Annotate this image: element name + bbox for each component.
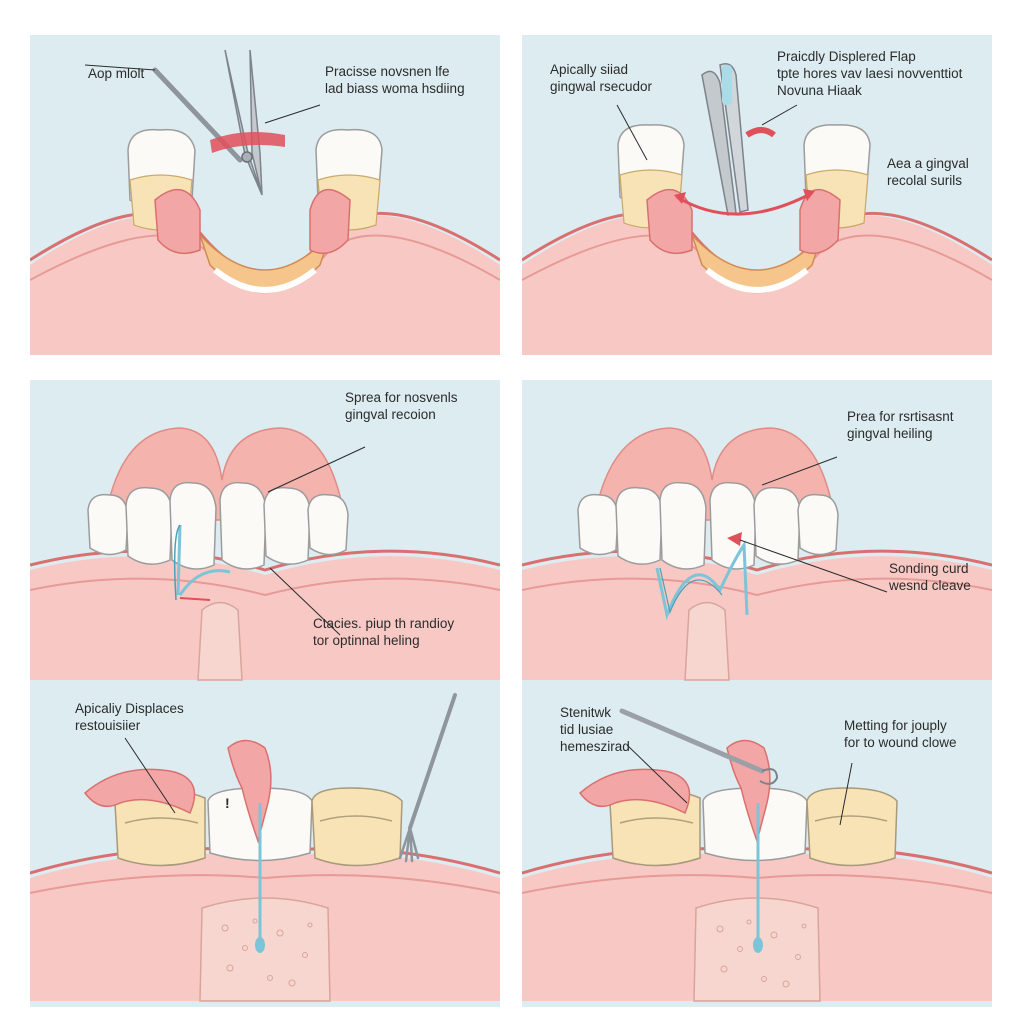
- suture-thread: [659, 567, 723, 614]
- molar-tooth: [311, 787, 403, 867]
- suture-tip: [753, 937, 763, 953]
- pointer-line: [739, 539, 888, 593]
- pointer-line: [616, 104, 648, 161]
- bone-texture: [221, 918, 313, 987]
- pointer-line: [264, 104, 321, 124]
- panel-3: Sprea for nosvenls gingval recoion Ctaci…: [30, 380, 500, 700]
- tooth: [709, 481, 757, 570]
- panel-2: Apically siiad gingwal rsecudor Praicdly…: [522, 35, 992, 355]
- panel-1: Aop mlolt Pracisse novsnen lfe lad biass…: [30, 35, 500, 355]
- pointer-line: [269, 567, 341, 636]
- gum-line: [522, 577, 992, 597]
- tooth: [659, 481, 707, 570]
- incision-arrow: [210, 131, 285, 153]
- elevator-tip: [722, 65, 732, 105]
- tooth: [169, 481, 217, 570]
- gum-tissue: [30, 556, 500, 680]
- suture-thread: [176, 524, 231, 596]
- arrow-head-left: [674, 192, 686, 204]
- pointer-line: [124, 737, 176, 814]
- pointer-line: [839, 762, 853, 826]
- suture-tip: [255, 937, 265, 953]
- label-3-b: Ctacies. piup th randioy tor optinnal he…: [313, 616, 455, 648]
- tooth: [753, 486, 801, 565]
- flap-tissue: [705, 267, 809, 293]
- movement-arrow: [745, 127, 776, 138]
- pointer-line: [267, 446, 366, 493]
- flap-tissue: [213, 267, 317, 293]
- panel-2-illustration: [522, 63, 992, 355]
- tooth: [87, 493, 129, 556]
- tooth: [219, 481, 267, 570]
- panel-4-illustration: [522, 427, 992, 681]
- pointer-line: [761, 104, 798, 126]
- panel-5-illustration: !: [30, 693, 500, 1002]
- suture-thread: [173, 524, 181, 601]
- label-2-c: Aea a gingval recolal surils: [887, 156, 969, 188]
- mark: !: [225, 795, 230, 811]
- gum-line: [30, 577, 500, 597]
- pointer-line: [84, 64, 156, 71]
- molar-groove: [319, 815, 393, 822]
- molar-groove: [814, 815, 888, 822]
- label-1-a: Aop mlolt: [88, 66, 145, 81]
- panel-1-illustration: [30, 49, 500, 355]
- label-5-a: Apicaliy Displaces restouisiier: [75, 701, 184, 733]
- label-2-a: Apically siiad gingwal rsecudor: [550, 62, 653, 94]
- bone-texture: [716, 919, 807, 988]
- label-4-b: Sonding curd wesnd cleave: [889, 561, 971, 593]
- molar-tooth: [806, 787, 898, 867]
- tooth: [125, 486, 173, 565]
- flap-arrow: [676, 191, 813, 216]
- suture-thread: [655, 540, 749, 621]
- tooth-row: [87, 481, 349, 570]
- tooth: [615, 486, 663, 565]
- pointer-line: [761, 456, 838, 486]
- panel-3-illustration: [30, 427, 500, 681]
- suture-knot: [179, 597, 211, 601]
- bone-socket: [197, 601, 243, 681]
- label-3-a: Sprea for nosvenls gingval recoion: [345, 390, 458, 422]
- label-6-a: Stenitwk tid lusiae hemeszirad: [560, 705, 630, 754]
- molar-groove: [619, 817, 694, 824]
- tooth: [797, 493, 839, 556]
- label-1-b: Pracisse novsnen lfe lad biass woma hsdi…: [325, 64, 465, 96]
- forceps-prongs: [398, 826, 420, 863]
- tooth-row: [577, 481, 839, 570]
- elevator-instrument: [701, 70, 737, 216]
- needle-holder-instrument: [619, 708, 765, 774]
- label-6-b: Metting for jouply for to wound clowe: [844, 718, 957, 750]
- gum-papilla: [309, 188, 351, 255]
- arrow-head-right: [803, 189, 815, 201]
- scissors-pivot: [241, 151, 253, 163]
- tooth: [307, 493, 349, 556]
- gum-papilla: [799, 188, 841, 255]
- bone-socket: [199, 897, 331, 1002]
- molar-groove: [124, 817, 199, 824]
- bone-socket: [684, 601, 730, 681]
- tooth: [577, 493, 619, 556]
- panel-5: ! Apicaliy Displaces restouisiier: [30, 687, 500, 1007]
- flap-tissue: [578, 768, 691, 815]
- tooth: [263, 486, 311, 565]
- forceps-instrument: [408, 693, 457, 830]
- arrow-head: [727, 532, 742, 546]
- gum-papilla: [154, 188, 201, 255]
- label-4-a: Prea for rsrtisasnt gingval heiling: [847, 409, 954, 441]
- needle-holder-tip: [759, 768, 779, 785]
- gum-line: [30, 874, 500, 894]
- panel-4: Prea for rsrtisasnt gingval heiling Sond…: [522, 380, 992, 700]
- label-2-b: Praicdly Displered Flap tpte hores vav l…: [777, 49, 963, 98]
- gum-papilla: [646, 188, 693, 255]
- scissors-instrument: [224, 49, 263, 196]
- panel-6: Stenitwk tid lusiae hemeszirad Metting f…: [522, 687, 992, 1007]
- flap-tissue: [83, 768, 196, 815]
- panel-6-illustration: [522, 708, 992, 1002]
- pointer-line: [626, 744, 688, 804]
